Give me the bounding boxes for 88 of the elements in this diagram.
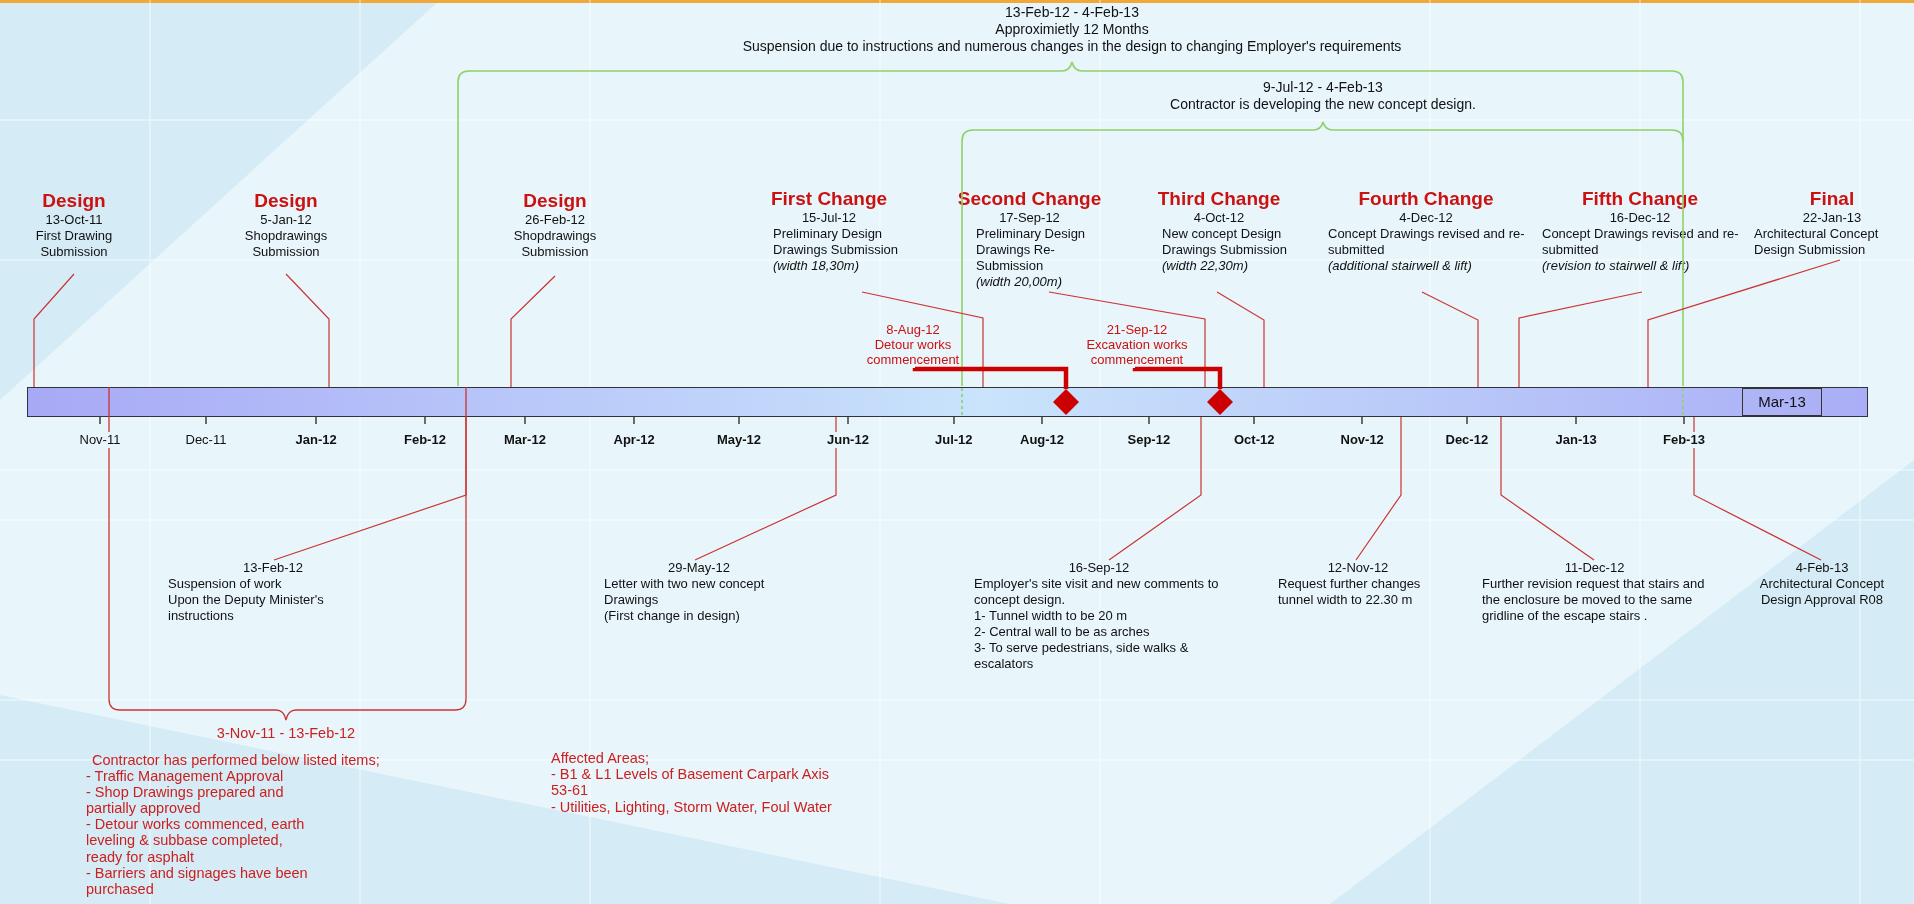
month-label: Feb-13 [1661, 432, 1707, 448]
event-date: 12-Nov-12 [1326, 560, 1390, 576]
event-description: Employer's site visit and new comments to concept design. [974, 576, 1220, 608]
event-note: 21-Sep-12 [1105, 322, 1169, 337]
event-date: 26-Feb-12 [524, 212, 586, 228]
event-description: (First change in design) [604, 608, 741, 624]
event-heading: Final [1808, 188, 1856, 210]
note-text: - B1 & L1 Levels of Basement Carpark Axis 53-61 [551, 766, 831, 799]
period-note: 9-Jul-12 - 4-Feb-13 [1262, 79, 1384, 96]
event-date: 4-Oct-12 [1192, 210, 1246, 226]
event-heading: Third Change [1156, 188, 1282, 210]
event-date: 16-Dec-12 [1608, 210, 1672, 226]
month-label: Aug-12 [1018, 432, 1067, 448]
leader-line [273, 416, 467, 561]
month-label: Nov-11 [77, 432, 123, 448]
month-cell: Mar-13 [1742, 388, 1822, 416]
connector-line [1132, 366, 1223, 389]
period-note: Suspension due to instructions and numerous changes in the design to changing Employer's requirements [741, 38, 1403, 55]
note-text: - Barriers and signages have been purchased [86, 865, 309, 898]
month-label: Jun-12 [825, 432, 871, 448]
event-date: 4-Dec-12 [1398, 210, 1454, 226]
leader-line [1355, 416, 1402, 561]
event-description: Further revision request that stairs and the enclosure be moved to the same gridline of the escape stairs . [1482, 576, 1706, 624]
leader-line [1500, 416, 1595, 561]
event-description: Suspension of work [168, 576, 283, 592]
leader-line [861, 291, 984, 388]
note-text: - Detour works commenced, earth leveling & subbase completed, ready for asphalt [86, 816, 306, 865]
leader-line [33, 273, 75, 388]
event-heading: Fourth Change [1357, 188, 1495, 210]
event-description: Preliminary Design Drawings Re-Submission (width 20,00m) [975, 226, 1087, 290]
event-heading: Fifth Change [1580, 188, 1700, 210]
event-description: Architectural Concept Design Submission [1753, 226, 1880, 258]
month-label: Apr-12 [611, 432, 657, 448]
note-text: - Utilities, Lighting, Storm Water, Foul Water [551, 799, 833, 816]
event-description: Concept Drawings revised and re-submitted (revision to stairwell & lift) [1541, 226, 1740, 274]
leader-line [285, 273, 330, 388]
event-date: 22-Jan-13 [1801, 210, 1863, 226]
month-label: May-12 [715, 432, 764, 448]
event-heading: Design [41, 190, 107, 212]
connector-line [912, 366, 1069, 389]
note-text: - Traffic Management Approval [86, 768, 285, 785]
event-note: 8-Aug-12 [885, 322, 941, 337]
event-heading: Design [522, 190, 588, 212]
note-text: Contractor has performed below listed items; [92, 752, 381, 769]
period-note: Contractor is developing the new concept design. [1169, 96, 1477, 113]
period-note: 13-Feb-12 - 4-Feb-13 [1004, 4, 1140, 21]
event-date: 5-Jan-12 [259, 212, 313, 228]
note-text: Affected Areas; [551, 750, 651, 767]
leader-line [1216, 291, 1265, 388]
event-date: 13-Feb-12 [242, 560, 304, 576]
leader-line [1108, 416, 1202, 561]
leader-line [1048, 291, 1206, 388]
event-heading: Design [253, 190, 319, 212]
event-description: First Drawing Submission [34, 228, 114, 260]
event-description: 1- Tunnel width to be 20 m [974, 608, 1129, 624]
event-description: Request further changes tunnel width to 22.30 m [1278, 576, 1422, 608]
period-note: Approximietly 12 Months [994, 21, 1150, 38]
leader-line [510, 275, 556, 388]
leader-line [1647, 259, 1841, 388]
event-description: 2- Central wall to be as arches [974, 624, 1151, 640]
event-date: 15-Jul-12 [800, 210, 858, 226]
leader-line [694, 416, 837, 561]
event-date: 29-May-12 [666, 560, 732, 576]
period-label: 3-Nov-11 - 13-Feb-12 [215, 725, 357, 742]
event-description: 3- To serve pedestrians, side walks & escalators [974, 640, 1190, 672]
event-note: Detour works commencement [865, 337, 961, 367]
event-description: Preliminary Design Drawings Submission (width 18,30m) [772, 226, 899, 274]
event-description: Shopdrawings Submission [512, 228, 598, 260]
leader-line [1693, 416, 1822, 561]
note-text: - Shop Drawings prepared and partially approved [86, 784, 285, 817]
leader-line [1518, 291, 1643, 388]
event-description: New concept Design Drawings Submission (width 22,30m) [1161, 226, 1288, 274]
timeline-bar [27, 387, 1868, 417]
event-date: 11-Dec-12 [1563, 560, 1626, 576]
event-date: 17-Sep-12 [998, 210, 1061, 226]
event-date: 4-Feb-13 [1794, 560, 1850, 576]
leader-line [1421, 291, 1479, 388]
event-date: 16-Sep-12 [1067, 560, 1131, 576]
event-description: Letter with two new concept Drawings [604, 576, 766, 608]
month-label: Sep-12 [1125, 432, 1173, 448]
event-heading: Second Change [956, 188, 1103, 210]
event-description: Architectural Concept Design Approval R08 [1758, 576, 1886, 608]
event-description: Concept Drawings revised and re-submitted (additional stairwell & lift) [1327, 226, 1526, 274]
event-date: 13-Oct-11 [44, 212, 104, 228]
event-heading: First Change [769, 188, 889, 210]
event-note: Excavation works commencement [1085, 337, 1189, 367]
event-description: Upon the Deputy Minister's instructions [168, 592, 325, 624]
event-description: Shopdrawings Submission [243, 228, 329, 260]
